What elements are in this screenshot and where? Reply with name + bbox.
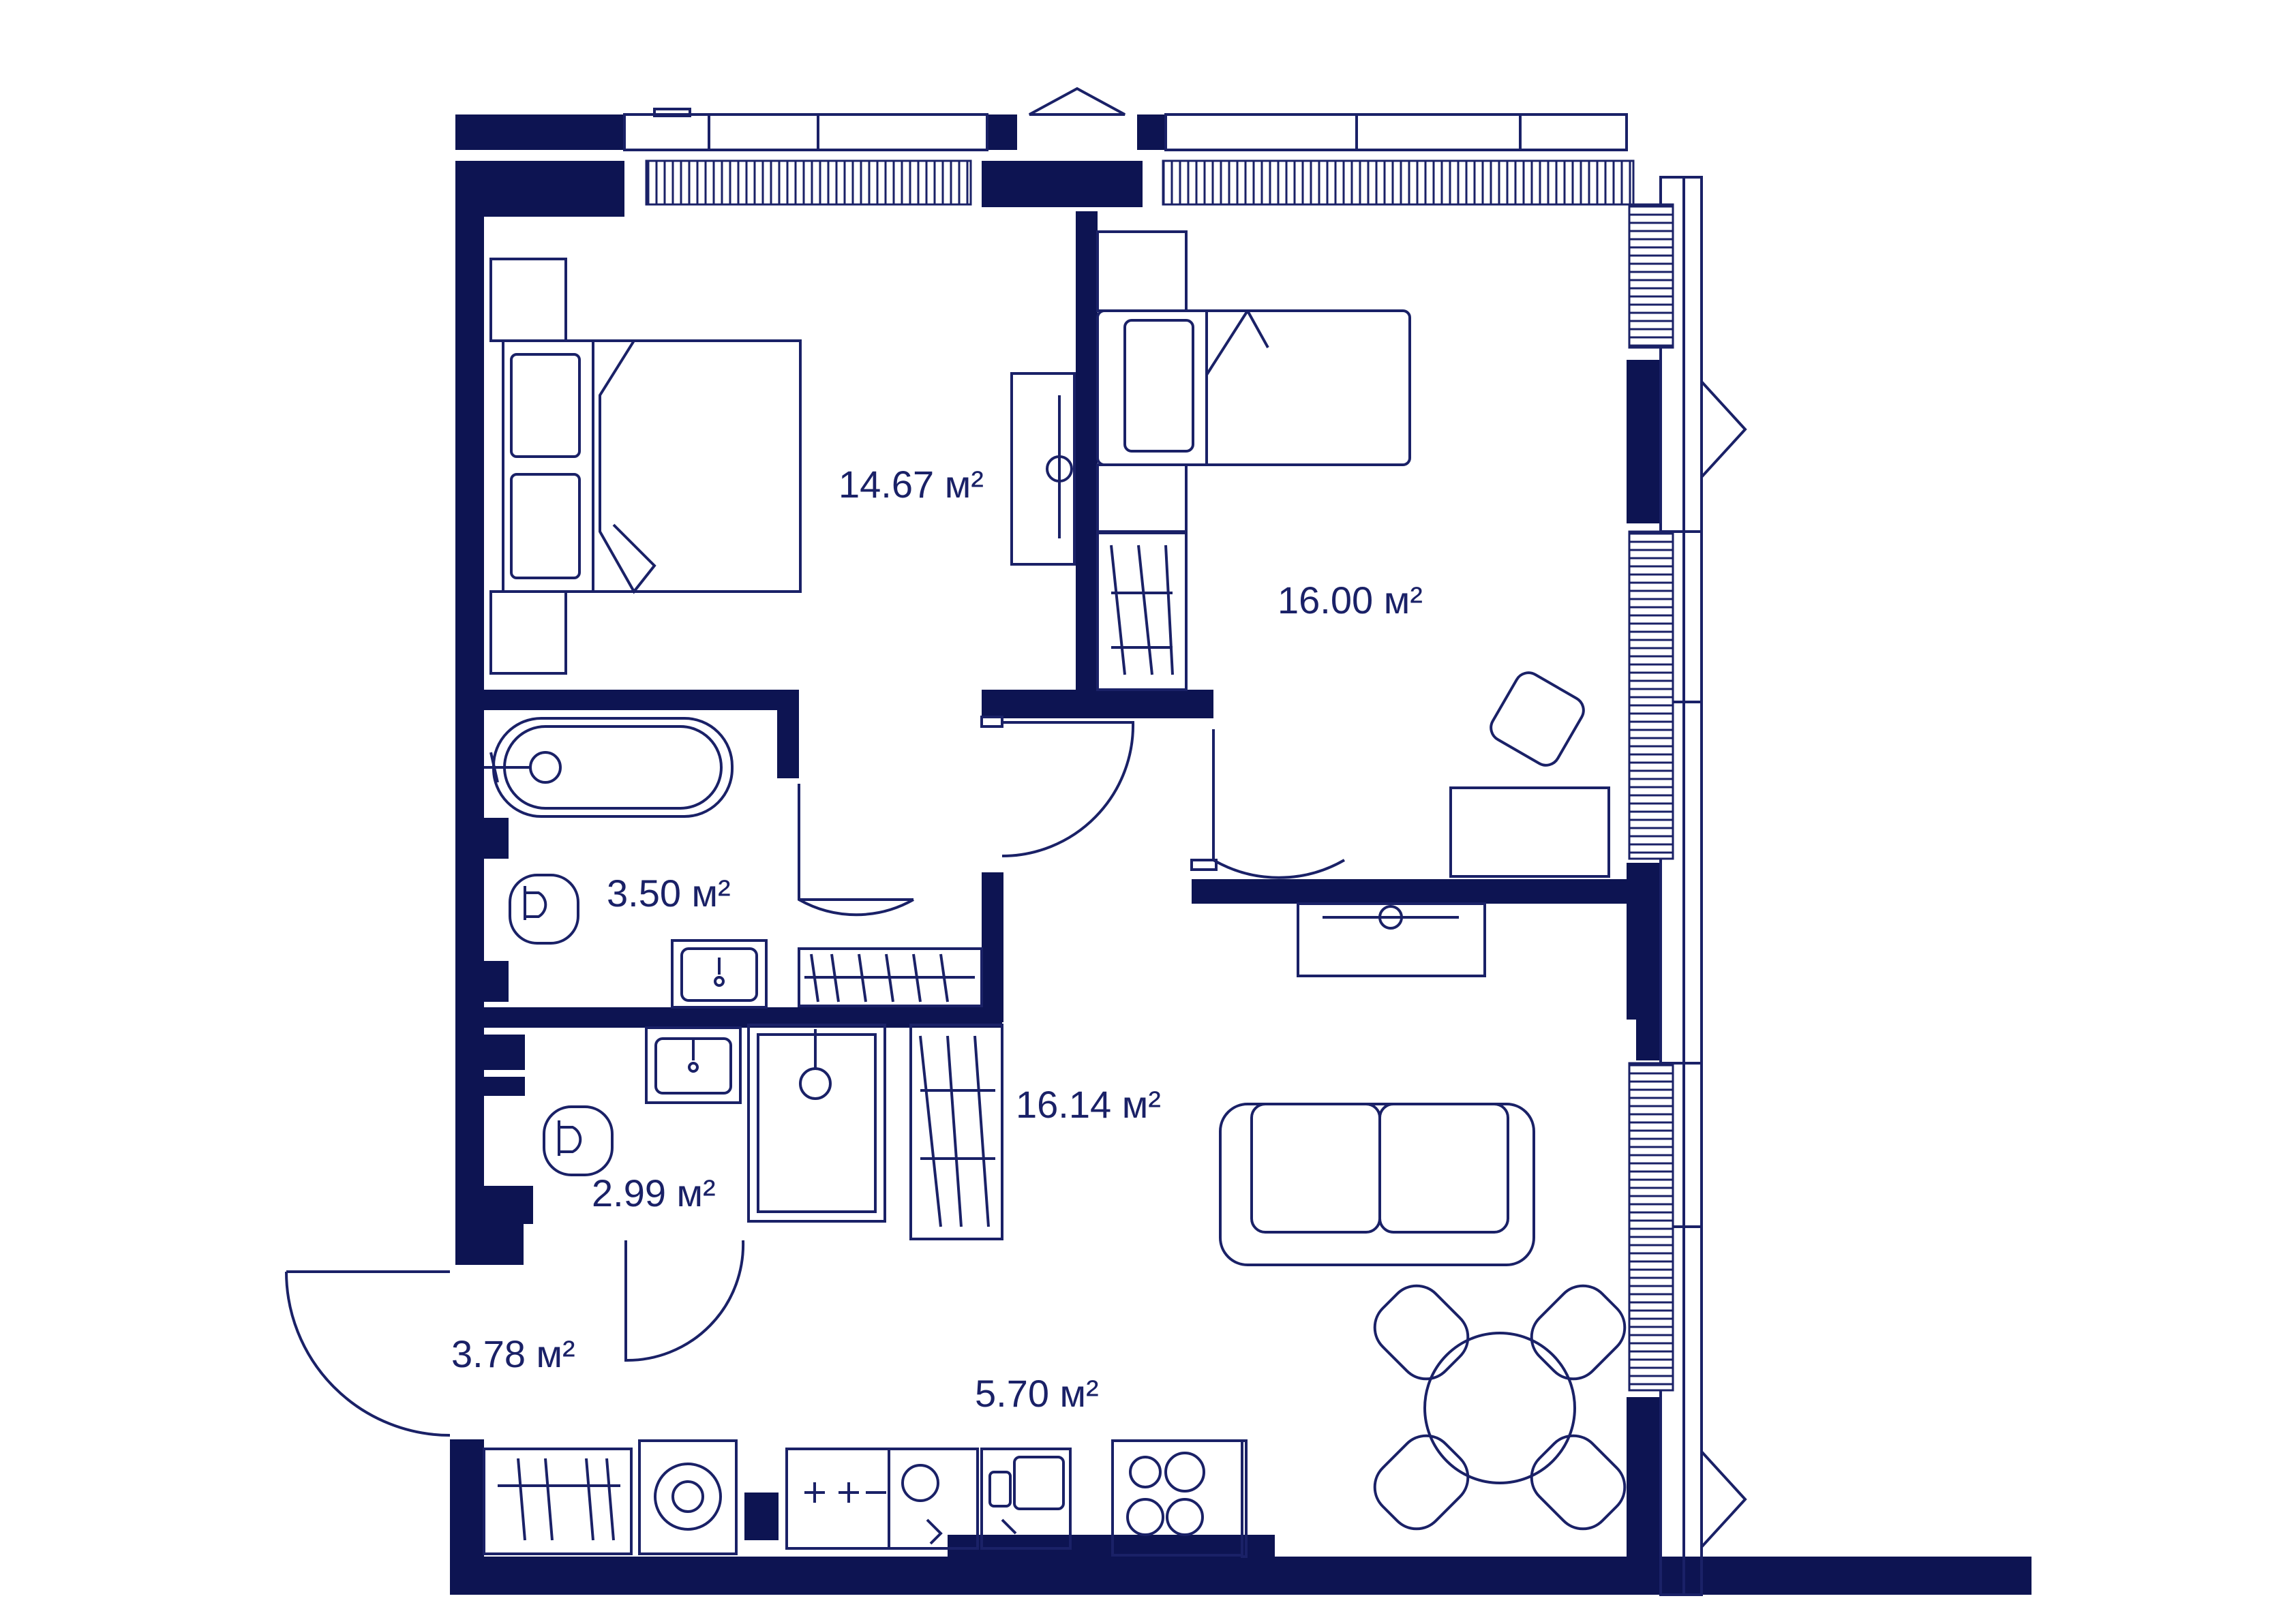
desk-icon xyxy=(1449,786,1610,878)
doors xyxy=(285,716,1345,1437)
wardrobe-icon xyxy=(909,1024,1003,1240)
stove-icon xyxy=(785,1448,890,1550)
area-label-entrance: 3.78 м² xyxy=(451,1332,575,1375)
furniture xyxy=(483,230,1627,1558)
bathtub-icon xyxy=(484,717,734,818)
radiators xyxy=(645,159,1674,1392)
toilet-icon xyxy=(543,1105,614,1176)
windows xyxy=(623,87,1747,1596)
sink-icon xyxy=(980,1448,1072,1550)
desk-icon xyxy=(1010,372,1076,566)
door-icon xyxy=(798,784,914,917)
toilet-icon xyxy=(509,874,579,945)
wardrobe-icon xyxy=(798,947,983,1007)
wardrobe-icon xyxy=(1096,530,1188,691)
area-label-hall: 16.14 м² xyxy=(1016,1083,1161,1126)
sofa-icon xyxy=(1219,1103,1535,1266)
area-label-bathroom: 3.50 м² xyxy=(607,872,731,915)
dining-table-icon xyxy=(1373,1284,1627,1531)
wardrobe-icon xyxy=(483,1448,633,1555)
door-icon xyxy=(285,1270,451,1437)
walls xyxy=(450,114,2031,1595)
sink-icon xyxy=(671,939,768,1009)
sink-icon xyxy=(645,1026,742,1104)
bed-icon xyxy=(1096,230,1411,534)
armchair-icon xyxy=(1490,671,1585,767)
bed-icon xyxy=(489,258,802,675)
door-icon xyxy=(1190,729,1345,879)
area-label-bedroom-2: 16.00 м² xyxy=(1278,579,1423,622)
area-label-kitchen: 5.70 м² xyxy=(975,1372,1099,1415)
door-icon xyxy=(624,1240,745,1362)
washing-machine-icon xyxy=(638,1439,738,1555)
sink-icon xyxy=(888,1448,979,1550)
area-label-wc: 2.99 м² xyxy=(592,1172,716,1214)
area-labels: 14.67 м² 16.00 м² 3.50 м² 2.99 м² 16.14 … xyxy=(451,463,1423,1415)
door-icon xyxy=(980,716,1135,857)
desk-icon xyxy=(1297,902,1486,977)
area-label-bedroom-1: 14.67 м² xyxy=(839,463,984,506)
shower-icon xyxy=(747,1024,886,1223)
